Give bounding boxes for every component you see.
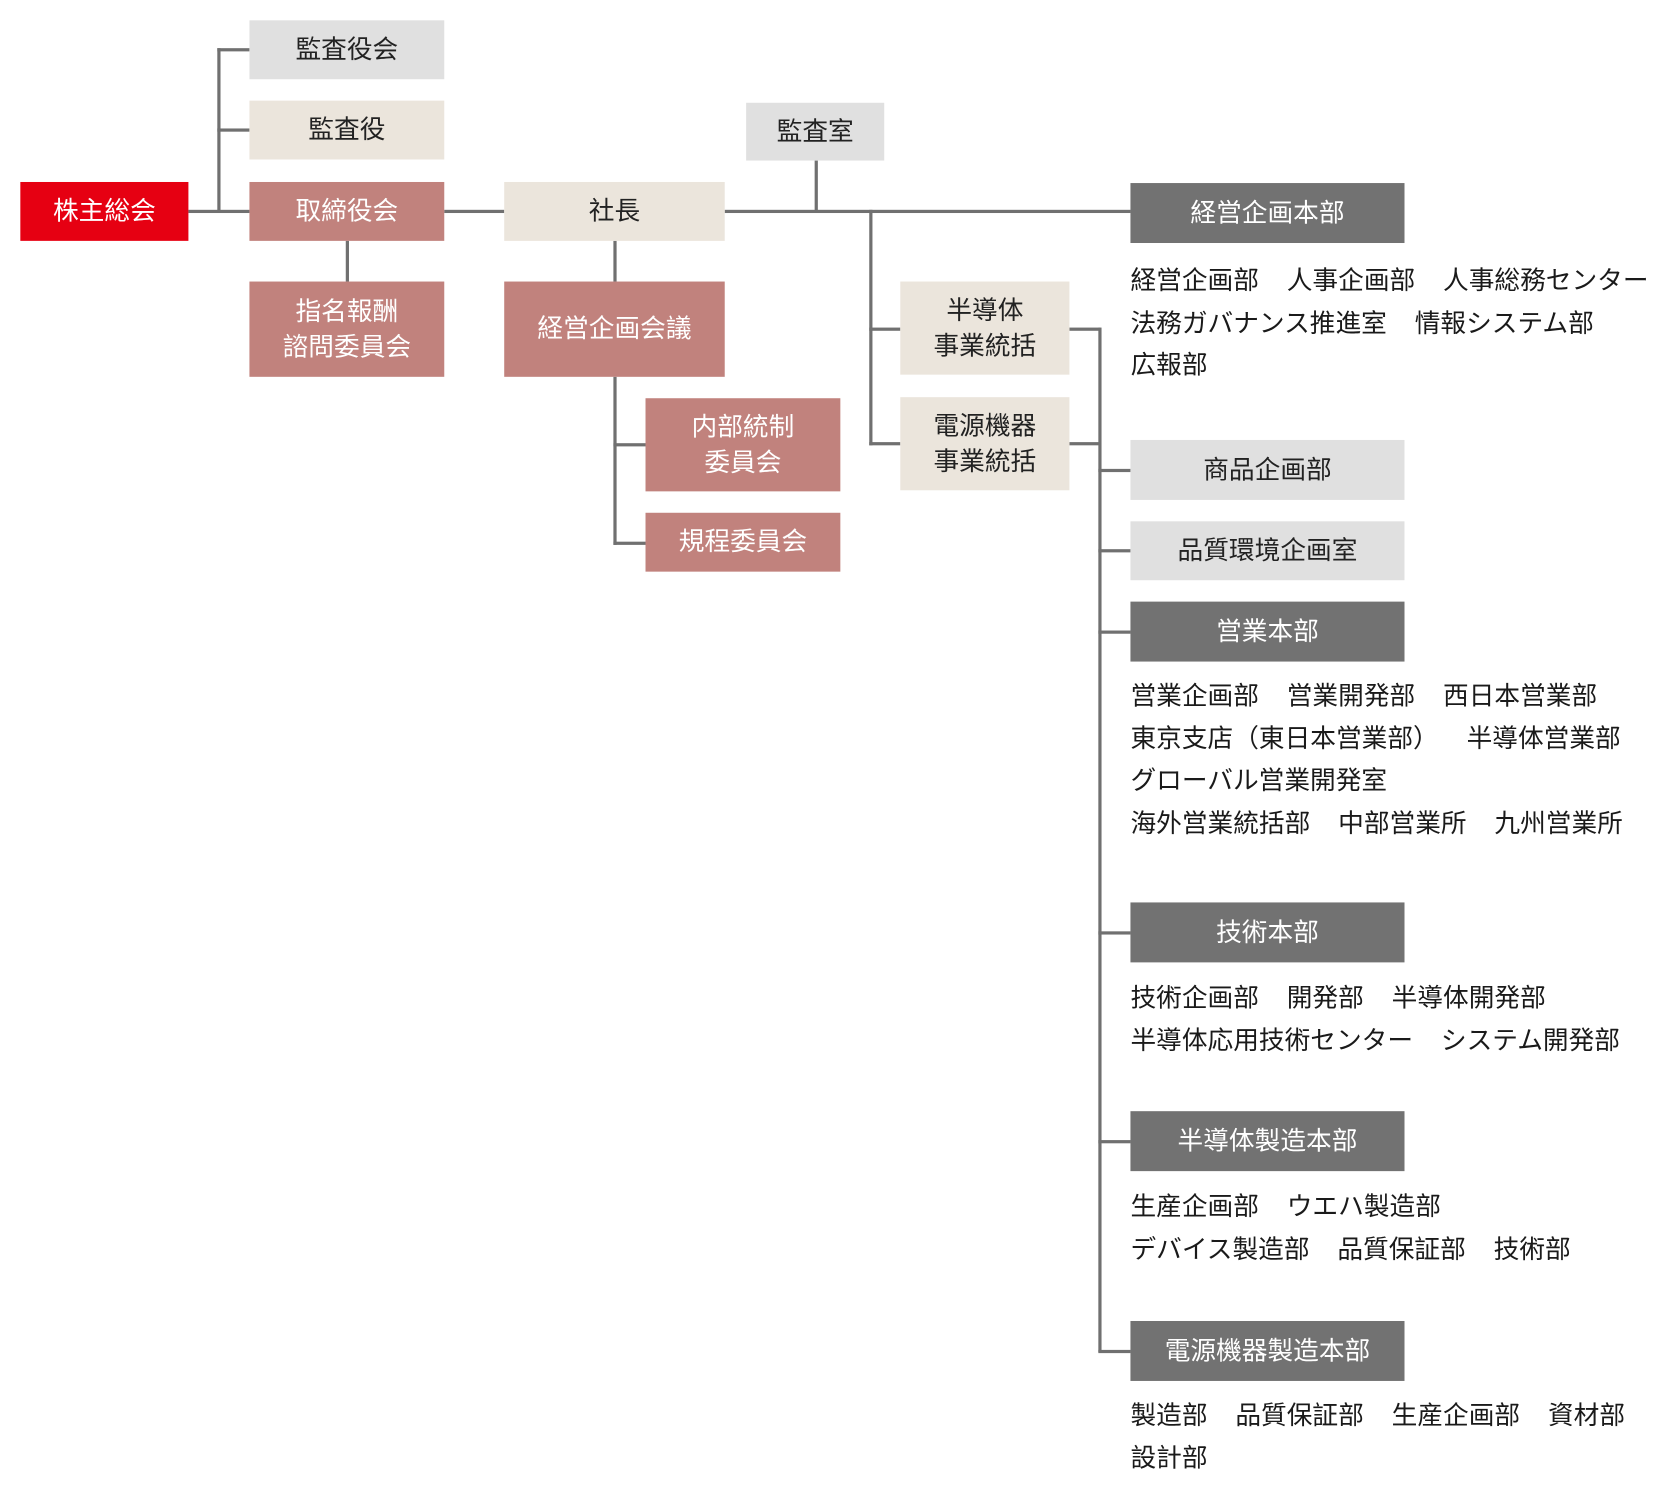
department-row: デバイス製造部品質保証部技術部: [1130, 1225, 1570, 1267]
department-item: 営業開発部: [1286, 681, 1416, 712]
department-row: グローバル営業開発室: [1130, 757, 1622, 799]
department-item: デバイス製造部: [1130, 1234, 1310, 1264]
department-row: 製造部品質保証部生産企画部資材部: [1130, 1392, 1625, 1434]
department-row: 半導体応用技術センターシステム開発部: [1130, 1016, 1620, 1058]
sales-departments: 営業企画部営業開発部西日本営業部東京支店（東日本営業部）半導体営業部グローバル営…: [1130, 672, 1622, 841]
department-item: 技術企画部: [1130, 982, 1259, 1013]
semiconductor-manufacturing-departments: 生産企画部ウエハ製造部デバイス製造部品質保証部技術部: [1130, 1183, 1570, 1268]
department-item: 海外営業統括部: [1130, 807, 1311, 838]
department-item: 法務ガバナンス推進室: [1130, 308, 1387, 339]
department-item: 生産企画部: [1391, 1400, 1521, 1431]
department-row: 広報部: [1130, 341, 1648, 383]
department-item: 人事総務センター: [1443, 265, 1649, 296]
connector: [814, 160, 818, 212]
department-row: 経営企画部人事企画部人事総務センター: [1130, 257, 1648, 299]
corporate-planning-hq-box: 経営企画本部: [1130, 183, 1405, 244]
department-item: 営業企画部: [1130, 681, 1259, 712]
department-item: 開発部: [1286, 982, 1364, 1013]
department-item: 技術部: [1493, 1234, 1571, 1264]
semiconductor-business-box: 半導体 事業統括: [900, 281, 1070, 375]
connector: [613, 240, 617, 282]
department-item: 品質保証部: [1235, 1400, 1364, 1431]
department-item: 資材部: [1547, 1400, 1626, 1431]
connector: [613, 541, 646, 545]
connector: [345, 240, 349, 282]
department-item: 中部営業所: [1338, 807, 1467, 838]
power-equipment-business-box: 電源機器 事業統括: [900, 397, 1070, 491]
connector: [1069, 442, 1101, 446]
shareholders-meeting-box: 株主総会: [20, 181, 189, 241]
semiconductor-manufacturing-hq-box: 半導体製造本部: [1130, 1111, 1405, 1172]
power-manufacturing-hq-box: 電源機器製造本部: [1130, 1320, 1405, 1381]
audit-office-box: 監査室: [746, 102, 885, 161]
connector: [1098, 630, 1131, 634]
department-row: 営業企画部営業開発部西日本営業部: [1130, 672, 1622, 714]
power-manufacturing-departments: 製造部品質保証部生産企画部資材部設計部: [1130, 1392, 1625, 1477]
department-item: 半導体開発部: [1391, 982, 1546, 1013]
department-row: 法務ガバナンス推進室情報システム部: [1130, 299, 1648, 341]
connector: [1098, 327, 1102, 1353]
connector: [1098, 931, 1131, 935]
connector: [444, 209, 505, 214]
connector: [613, 376, 617, 545]
department-item: 東京支店（東日本営業部）: [1130, 723, 1439, 754]
department-item: 西日本営業部: [1443, 681, 1598, 712]
department-item: 九州営業所: [1494, 807, 1623, 838]
connector: [869, 442, 901, 446]
connector: [724, 209, 1131, 214]
department-row: 技術企画部開発部半導体開発部: [1130, 974, 1620, 1016]
department-item: 製造部: [1130, 1400, 1208, 1431]
product-planning-box: 商品企画部: [1130, 439, 1405, 500]
connector: [869, 327, 901, 331]
department-item: 生産企画部: [1130, 1191, 1259, 1222]
rules-committee-box: 規程委員会: [645, 512, 841, 572]
connector: [1098, 1349, 1131, 1354]
connector: [1098, 1140, 1131, 1144]
president-box: 社長: [504, 181, 725, 241]
department-item: 品質保証部: [1337, 1234, 1466, 1264]
department-row: 東京支店（東日本営業部） 半導体営業部: [1130, 715, 1622, 757]
connector: [1098, 468, 1131, 473]
department-item: グローバル営業開発室: [1130, 765, 1388, 796]
technology-hq-box: 技術本部: [1130, 902, 1405, 963]
internal-control-committee-box: 内部統制 委員会: [645, 398, 841, 492]
department-item: システム開発部: [1440, 1025, 1620, 1056]
department-item: 経営企画部: [1130, 265, 1259, 296]
sales-hq-box: 営業本部: [1130, 601, 1405, 662]
department-item: 半導体応用技術センター: [1130, 1025, 1414, 1056]
quality-environment-box: 品質環境企画室: [1130, 521, 1405, 581]
connector: [1069, 327, 1101, 331]
department-item: 広報部: [1130, 350, 1208, 381]
auditor-box: 監査役: [249, 100, 445, 160]
audit-board-box: 監査役会: [249, 20, 445, 80]
nomination-compensation-committee-box: 指名報酬 諮問委員会: [249, 281, 445, 377]
board-of-directors-box: 取締役会: [249, 181, 445, 241]
department-row: 生産企画部ウエハ製造部: [1130, 1183, 1570, 1225]
connector: [1098, 549, 1131, 553]
department-item: 設計部: [1130, 1442, 1208, 1473]
management-meeting-box: 経営企画会議: [504, 281, 725, 377]
department-item: 情報システム部: [1414, 308, 1594, 339]
corporate-planning-departments: 経営企画部人事企画部人事総務センター法務ガバナンス推進室情報システム部広報部: [1130, 257, 1648, 384]
technology-departments: 技術企画部開発部半導体開発部半導体応用技術センターシステム開発部: [1130, 974, 1620, 1059]
department-row: 設計部: [1130, 1434, 1625, 1476]
connector: [613, 443, 646, 447]
connector: [217, 48, 250, 52]
department-item: ウエハ製造部: [1286, 1191, 1441, 1222]
department-row: 海外営業統括部中部営業所九州営業所: [1130, 799, 1622, 841]
connector: [217, 128, 250, 132]
department-item: 半導体営業部: [1466, 723, 1621, 754]
department-item: 人事企画部: [1286, 265, 1416, 296]
